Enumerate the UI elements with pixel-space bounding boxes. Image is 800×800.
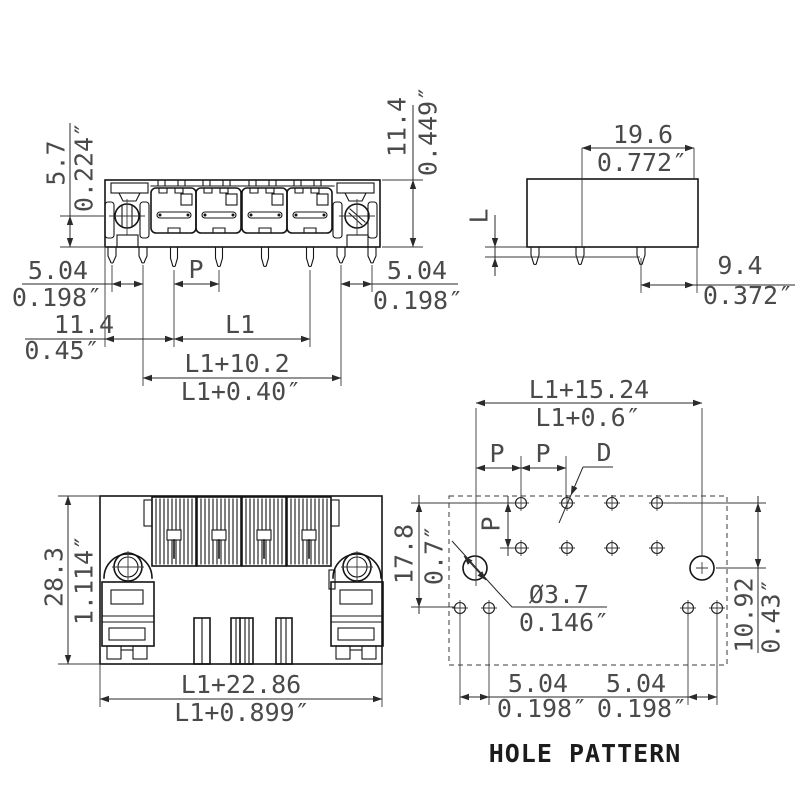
dim-hp-leg-pitch-left-in: 0.198″ <box>497 694 587 723</box>
dim-hp-span-in: L1+0.6″ <box>535 403 640 432</box>
hole-pattern-caption: HOLE PATTERN <box>489 739 682 768</box>
hole-row-3 <box>452 600 725 616</box>
mount-hole-right <box>689 555 715 581</box>
dim-bottom-width-in: L1+0.899″ <box>174 698 309 727</box>
left-flange <box>104 182 150 248</box>
side-view-geometry <box>526 178 699 265</box>
right-flange <box>332 182 378 248</box>
dim-hp-row-pitch: P <box>477 516 506 531</box>
dim-hp-leg-pitch-right-in: 0.198″ <box>597 694 687 723</box>
dim-front-body-height-in: 0.449″ <box>414 86 443 176</box>
dim-front-leg-pitch-left-in: 0.198″ <box>12 283 102 312</box>
bottom-right-screw <box>341 551 373 583</box>
plug-2 <box>195 187 242 234</box>
bottom-view-dimensions: 28.3 1.114″ L1+22.86 L1+0.899″ <box>40 495 383 727</box>
front-pins <box>107 246 377 267</box>
bottom-right-flange <box>330 553 384 660</box>
dim-hp-mount-dia-mm: Ø3.7 <box>529 580 589 609</box>
dim-front-flange-height-mm: 5.7 <box>42 140 71 185</box>
bottom-bars <box>193 617 293 665</box>
dim-hp-leg-pitch-left-mm: 5.04 <box>508 669 568 698</box>
dim-hp-mount-offset-in: 0.43″ <box>757 578 786 653</box>
dim-front-pin-span: L1 <box>225 310 255 339</box>
contact-block-3 <box>241 496 287 567</box>
dim-hp-height-in: 0.7″ <box>420 525 449 585</box>
contact-block-2 <box>196 496 242 567</box>
dim-front-flange-height-in: 0.224″ <box>70 122 99 212</box>
dim-front-inner-span-mm: L1+10.2 <box>184 349 289 378</box>
plug-4 <box>286 187 333 234</box>
dim-side-pin-offset-mm: 9.4 <box>717 251 762 280</box>
dim-hp-pitch-b: P <box>535 439 550 468</box>
contact-block-1 <box>151 496 197 567</box>
bottom-view: 28.3 1.114″ L1+22.86 L1+0.899″ <box>40 495 384 727</box>
dim-front-pin-pitch: P <box>188 255 203 284</box>
mount-hole-left <box>462 555 488 581</box>
bottom-left-screw <box>112 551 144 583</box>
side-view: 19.6 0.772″ L 9.4 0.372″ <box>465 120 795 310</box>
front-view: 5.7 0.224″ 11.4 0.449″ 5.04 0.198″ P 5.0… <box>12 86 463 406</box>
dim-front-edge-to-pin-mm: 11.4 <box>54 310 114 339</box>
dim-bottom-height-mm: 28.3 <box>40 547 69 607</box>
dim-front-inner-span-in: L1+0.40″ <box>181 377 301 406</box>
dim-side-pin-offset-in: 0.372″ <box>703 281 793 310</box>
dim-hp-height-mm: 17.8 <box>390 524 419 584</box>
dim-hp-leg-pitch-right-mm: 5.04 <box>606 669 666 698</box>
dim-hp-span-mm: L1+15.24 <box>529 375 649 404</box>
dim-hp-hole-label: D <box>596 438 611 467</box>
dim-hp-pitch-a: P <box>489 439 504 468</box>
dim-side-depth-mm: 19.6 <box>613 120 673 149</box>
contact-block-4 <box>286 496 332 567</box>
plug-1 <box>150 187 197 234</box>
hole-pattern-dimensions: L1+15.24 L1+0.6″ P P D P 17.8 0.7″ Ø3.7 … <box>390 375 786 723</box>
dim-side-pin-length: L <box>465 208 494 223</box>
dim-front-leg-pitch-left-mm: 5.04 <box>28 256 88 285</box>
dim-front-leg-pitch-right-in: 0.198″ <box>373 286 463 315</box>
dim-bottom-height-in: 1.114″ <box>70 535 99 625</box>
front-view-dimensions: 5.7 0.224″ 11.4 0.449″ 5.04 0.198″ P 5.0… <box>12 86 463 406</box>
front-view-geometry <box>104 179 381 267</box>
dim-front-leg-pitch-right-mm: 5.04 <box>387 256 447 285</box>
side-view-dimensions: 19.6 0.772″ L 9.4 0.372″ <box>465 120 795 310</box>
plug-3 <box>241 187 288 234</box>
dim-hp-mount-dia-in: 0.146″ <box>519 608 609 637</box>
bottom-view-geometry <box>99 495 384 665</box>
dim-front-edge-to-pin-in: 0.45″ <box>24 336 99 365</box>
dim-side-depth-in: 0.772″ <box>597 148 687 177</box>
dim-hp-mount-offset-mm: 10.92 <box>730 577 759 652</box>
hole-pattern-geometry <box>448 495 728 666</box>
hole-row-2 <box>513 540 665 556</box>
dim-front-body-height-mm: 11.4 <box>383 97 412 157</box>
dim-bottom-width-mm: L1+22.86 <box>181 670 301 699</box>
hole-row-1 <box>513 495 665 511</box>
hole-pattern: L1+15.24 L1+0.6″ P P D P 17.8 0.7″ Ø3.7 … <box>390 375 786 768</box>
